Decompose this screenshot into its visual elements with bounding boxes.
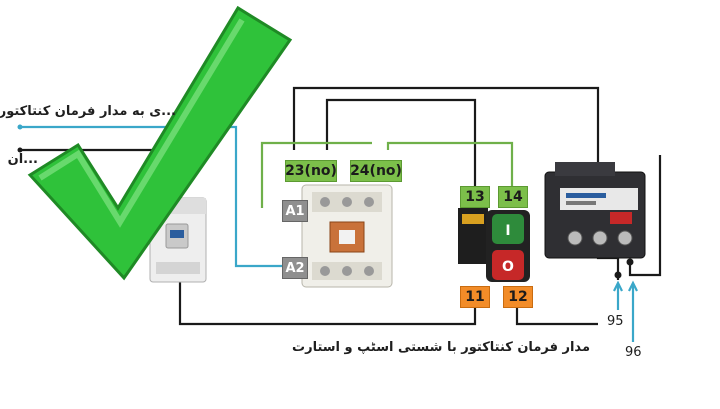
terminal-a1: A1 <box>282 200 308 222</box>
terminal-11: 11 <box>460 286 490 308</box>
terminal-dot-95 <box>614 271 622 279</box>
overload-relay <box>544 162 646 259</box>
terminal-24-no: 24(no) <box>350 160 402 182</box>
contactor <box>301 184 393 288</box>
terminal-14: 14 <box>498 186 528 208</box>
green-wires <box>260 141 514 208</box>
terminal-dot-96 <box>626 258 634 266</box>
terminal-12: 12 <box>503 286 533 308</box>
terminal-a2: A2 <box>282 257 308 279</box>
terminal-13: 13 <box>460 186 490 208</box>
push-button-unit <box>458 208 530 282</box>
circuit-title-second: ...ان <box>7 152 38 167</box>
circuit-caption: مدار فرمان کنتاکتور با شستی اسٹپ و استار… <box>292 340 590 355</box>
start-button-face <box>492 214 524 244</box>
wire-endpoint-dot <box>17 147 23 153</box>
blue-wires <box>20 125 638 342</box>
start-symbol: I <box>505 223 510 239</box>
terminal-95-label: 95 <box>607 314 624 329</box>
stop-button-face <box>492 250 524 280</box>
circuit-title-top: ...ی به مدار فرمان کنتاکتور <box>0 104 176 119</box>
wire-endpoint-dot <box>17 124 23 130</box>
check-mark-icon <box>27 5 293 281</box>
terminal-23-no: 23(no) <box>285 160 337 182</box>
stop-symbol: O <box>502 259 514 275</box>
terminal-96-label: 96 <box>625 345 642 360</box>
